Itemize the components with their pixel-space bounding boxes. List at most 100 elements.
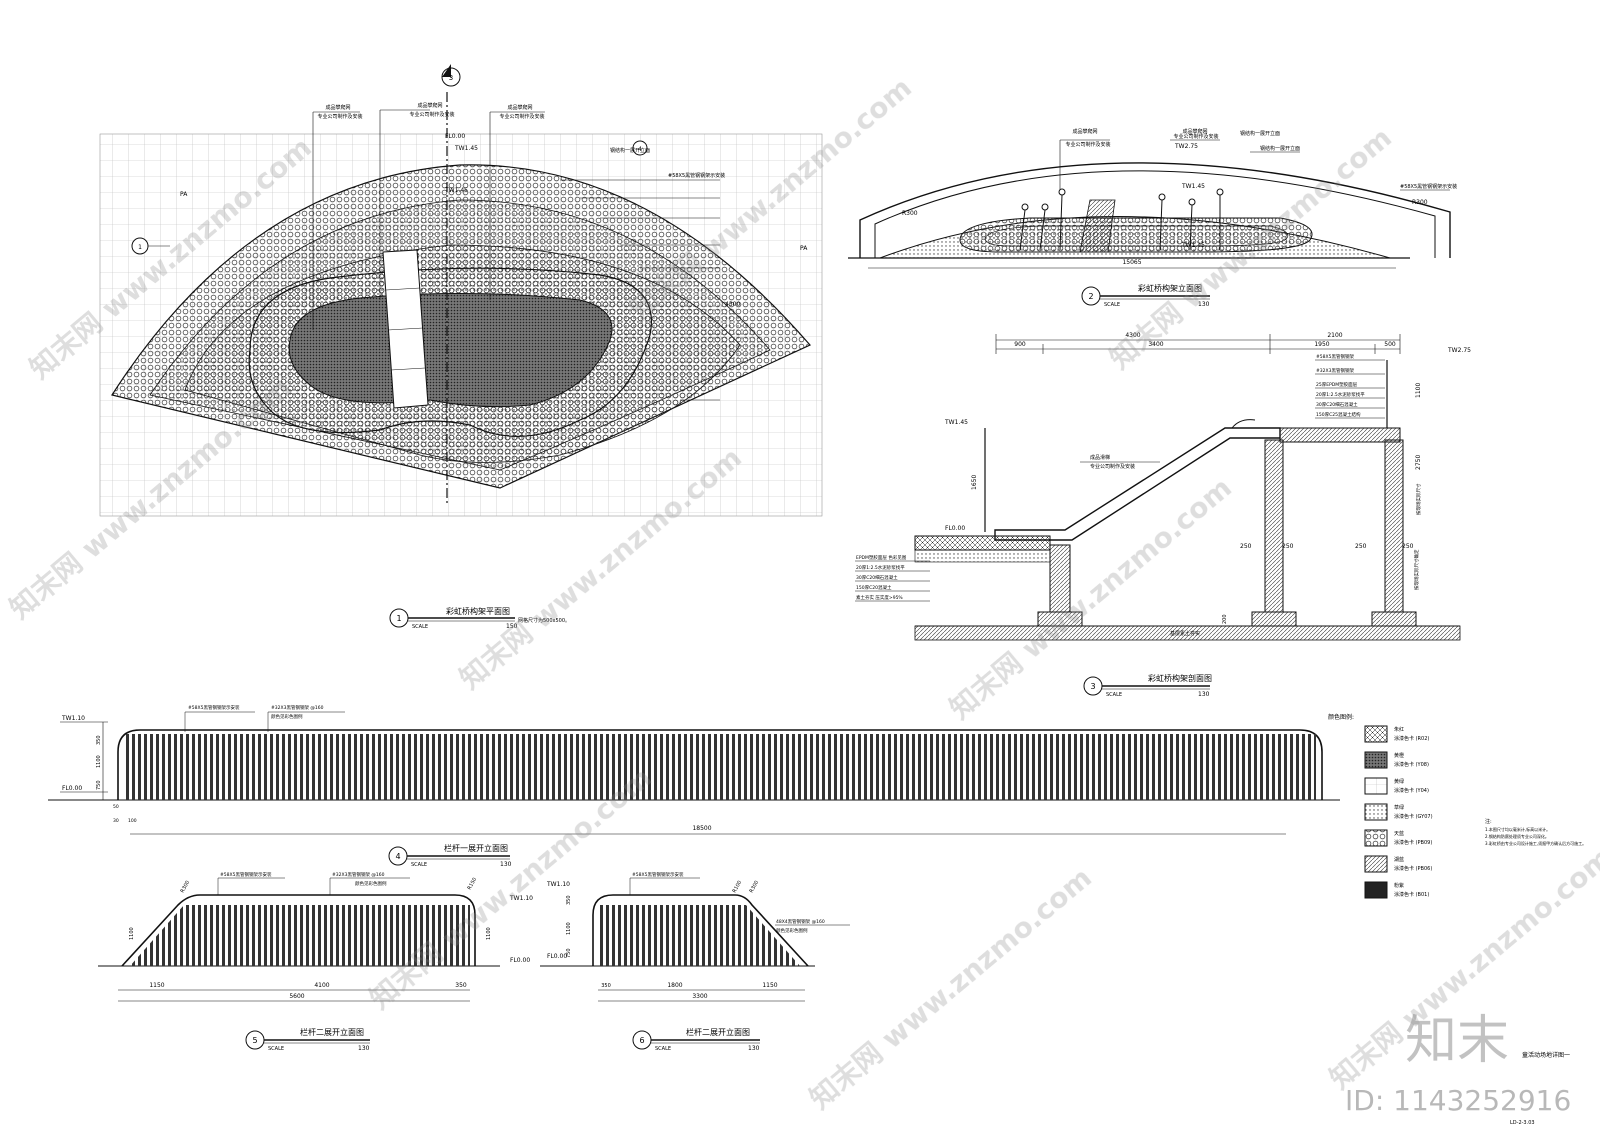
svg-text:150厚C20混凝土: 150厚C20混凝土 [856,584,892,591]
svg-text:天蓝: 天蓝 [1394,830,1404,837]
legend-title: 颜色图例: [1328,713,1354,721]
plan-view: 3 4 1 成品攀爬网 专业公司制作及安装 成品攀爬网 专业公司制作及安装 成品… [99,64,823,630]
svg-text:#32X3黑管钢钢架 @160: #32X3黑管钢钢架 @160 [271,704,324,711]
svg-text:EPDM塑胶面层 色彩见图: EPDM塑胶面层 色彩见图 [856,554,907,561]
elevation-view: 15065 TW2.75 TW1.45 TW1.45 R300 R300 成品攀… [848,128,1457,308]
plan-slide [382,249,429,409]
svg-text:25厚EPDM塑胶面层: 25厚EPDM塑胶面层 [1316,381,1358,388]
rail-4-frame [117,729,1323,800]
elev-ann-1: 成品攀爬网 [1072,128,1097,135]
section-mark-4: 4 [632,140,648,156]
svg-text:FL0.00: FL0.00 [547,953,567,960]
plan-elev-3: TW1.45 [444,187,468,194]
svg-text:6: 6 [639,1036,644,1045]
svg-text:R300: R300 [180,880,192,894]
elev-total-dim: 15065 [1122,259,1141,266]
svg-text:1100: 1100 [566,922,572,935]
svg-text:涂漆色卡 (R02): 涂漆色卡 (R02) [1394,735,1429,742]
svg-text:30厚C20细石混凝土: 30厚C20细石混凝土 [1316,401,1358,408]
svg-text:#58X5黑管钢钢架示安装: #58X5黑管钢钢架示安装 [632,871,684,878]
elev-slide [1079,199,1116,253]
svg-text:黄绿: 黄绿 [1394,778,1404,785]
svg-text:成品滑梯: 成品滑梯 [1090,454,1110,461]
plan-dim: 4300 [725,301,740,308]
rail-4-bars [124,734,1316,800]
svg-text:涂漆色卡 (Y08): 涂漆色卡 (Y08) [1394,761,1429,768]
svg-text:彩虹桥构架剖面图: 彩虹桥构架剖面图 [1148,673,1212,683]
legend-item: 湖蓝 涂漆色卡 (PB06) [1364,855,1432,873]
svg-text:SCALE: SCALE [412,624,428,630]
svg-text:1: 1 [138,244,142,251]
elev-ann-3: 成品攀爬网 [1182,128,1207,135]
plan-ann-8: #58X5黑管钢钢架示安装 [668,172,725,179]
svg-text:750: 750 [96,780,102,790]
svg-text:按现场实际尺寸确定: 按现场实际尺寸确定 [1413,549,1420,590]
svg-text:TW1.10: TW1.10 [546,881,570,888]
svg-text:SCALE: SCALE [268,1046,284,1052]
svg-text:TW1.10: TW1.10 [61,715,85,722]
legend-item: 草绿 涂漆色卡 (GY07) [1364,803,1433,821]
plan-pa-left: PA [180,191,188,198]
svg-text:250: 250 [1282,543,1294,550]
legend-item: 天蓝 涂漆色卡 (PB09) [1364,829,1432,847]
view-title-4: 4 栏杆一展开立面图 SCALE 130 [388,843,512,868]
svg-text:涂漆色卡 (PB06): 涂漆色卡 (PB06) [1394,865,1432,872]
sec-h-left: 1650 [971,475,978,490]
plan-pool-inner [288,292,613,408]
svg-text:5: 5 [252,1036,257,1045]
notes: 注: 1.本图尺寸均以毫米计,标高以米计。 2.钢结构防腐处理须专业公司深化。 … [1485,818,1586,846]
elev-h2: TW1.45 [1181,183,1205,190]
svg-text:FL0.00: FL0.00 [510,957,530,964]
color-legend: 颜色图例: 朱红 涂漆色卡 (R02) 黄橙 涂漆色卡 (Y08) 黄绿 涂漆色… [1328,713,1433,899]
svg-text:颜色见彩色图例: 颜色见彩色图例 [776,927,808,934]
svg-text:栏杆二展开立面图: 栏杆二展开立面图 [300,1027,364,1037]
plan-ann-2: 专业公司制作及安装 [317,113,362,120]
rail-4-view: TW1.10 FL0.00 350 1100 750 18500 50 30 1… [48,704,1340,868]
section-mark-1: 1 [131,237,149,255]
svg-text:彩虹桥构架立面图: 彩虹桥构架立面图 [1138,283,1202,293]
svg-text:#58X5黑管钢钢架示安装: #58X5黑管钢钢架示安装 [188,704,240,711]
elev-ann-3b: 专业公司制作及安装 [1173,133,1218,140]
view-title-3: 3 彩虹桥构架剖面图 SCALE 130 [1083,673,1212,698]
elev-h1: TW2.75 [1174,143,1198,150]
watermark-logo: 知末 [1405,1011,1509,1071]
rail-6-view: 350 1800 1150 3300 TW1.10 FL0.00 350 110… [540,871,850,1052]
plan-elev-1: TW1.45 [454,145,478,152]
svg-text:SCALE: SCALE [1104,302,1120,308]
elev-arch-inner [874,170,1436,258]
svg-text:2.钢结构防腐处理须专业公司深化。: 2.钢结构防腐处理须专业公司深化。 [1485,833,1549,839]
svg-text:R300: R300 [749,880,761,894]
section-deck [1279,427,1401,443]
plan-leaders [312,109,720,401]
plan-ann-7: 钢结构一展开立面 [610,147,650,154]
svg-text:150厚C25混凝土结构: 150厚C25混凝土结构 [1316,411,1361,418]
svg-text:350: 350 [601,983,611,989]
svg-text:3.彩虹桥由专业公司设计施工,须报甲方确认后方可施工。: 3.彩虹桥由专业公司设计施工,须报甲方确认后方可施工。 [1485,840,1586,846]
svg-text:专业公司制作及安装: 专业公司制作及安装 [1090,463,1135,470]
svg-text:130: 130 [748,1045,760,1052]
svg-text:注:: 注: [1485,818,1492,825]
svg-text:彩虹桥构架平面图: 彩虹桥构架平面图 [446,606,510,616]
svg-text:20厚1:2.5水泥砂浆找平: 20厚1:2.5水泥砂浆找平 [1316,391,1365,398]
svg-text:素土夯实 压实度>95%: 素土夯实 压实度>95% [856,594,903,601]
svg-text:粉紫: 粉紫 [1394,882,1404,889]
svg-text:涂漆色卡 (Y04): 涂漆色卡 (Y04) [1394,787,1429,794]
svg-text:350: 350 [455,982,467,989]
svg-text:基层素土夯实: 基层素土夯实 [1170,630,1200,637]
section-columns [1049,439,1404,613]
plan-pa-right: PA [800,245,808,252]
svg-text:颜色见彩色图例: 颜色见彩色图例 [355,880,387,887]
drawing-name: 童活动场地详图一 [1522,1051,1570,1059]
svg-text:SCALE: SCALE [655,1046,671,1052]
svg-text:1100: 1100 [486,927,492,940]
svg-text:栏杆二展开立面图: 栏杆二展开立面图 [686,1027,750,1037]
rail-5-view: 1150 4100 350 5600 TW1.10 FL0.00 1100 11… [98,871,533,1052]
view-title-5: 5 栏杆二展开立面图 SCALE 130 [245,1027,370,1052]
svg-text:30厚C20细石混凝土: 30厚C20细石混凝土 [856,574,898,581]
svg-text:4: 4 [395,852,400,861]
svg-text:#32X3黑管钢钢架 @160: #32X3黑管钢钢架 @160 [332,871,385,878]
rail-5-bars [130,905,470,966]
svg-text:#58X5黑管钢钢架示安装: #58X5黑管钢钢架示安装 [220,871,272,878]
svg-text:20厚1:2.5水泥砂浆找平: 20厚1:2.5水泥砂浆找平 [856,564,905,571]
svg-text:朱红: 朱红 [1394,726,1404,733]
